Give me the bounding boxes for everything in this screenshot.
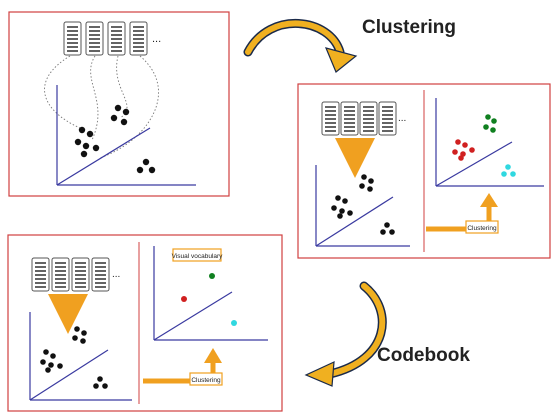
document-icon [71, 257, 90, 292]
curved-arrow-icon [304, 281, 387, 387]
codebook-title: Codebook [377, 345, 470, 366]
axes-3a [29, 312, 132, 401]
ellipsis: ... [398, 113, 406, 124]
visual-vocabulary-label: Visual vocabulary [172, 253, 224, 260]
curved-arrow-icon [243, 19, 358, 73]
document-row-3: ... [31, 257, 120, 292]
document-icon [378, 101, 397, 136]
visual-vocabulary-box [172, 248, 222, 262]
document-icon [321, 101, 340, 136]
clustering-title: Clustering [362, 17, 456, 38]
panel-clustering: ... [297, 83, 551, 259]
points-3a [40, 326, 108, 389]
document-row-1: ... [63, 21, 161, 56]
ellipsis: ... [152, 33, 161, 45]
codewords-3b [181, 273, 237, 326]
points-1 [74, 104, 156, 174]
document-icon [129, 21, 148, 56]
document-row-2: ... [321, 101, 406, 136]
points-2a [331, 174, 395, 235]
document-icon [51, 257, 70, 292]
document-icon [107, 21, 126, 56]
document-icon [91, 257, 110, 292]
axes-3b [153, 246, 268, 341]
axes-1 [56, 85, 196, 186]
document-icon [359, 101, 378, 136]
clustering-box-bottom [189, 372, 223, 386]
document-icon [63, 21, 82, 56]
ellipsis: ... [112, 269, 120, 280]
document-icon [31, 257, 50, 292]
axes-2b [435, 98, 544, 187]
clustering-box [465, 220, 499, 234]
clustering-box-bottom-label: Clustering [191, 377, 221, 384]
document-icon [340, 101, 359, 136]
panel-codebook: ... Visual vocabulary [7, 234, 283, 412]
axes-2a [315, 165, 410, 247]
clustering-box-label: Clustering [467, 225, 497, 232]
clusters-2b [452, 114, 516, 177]
panel-features: ... [8, 11, 230, 197]
document-icon [85, 21, 104, 56]
